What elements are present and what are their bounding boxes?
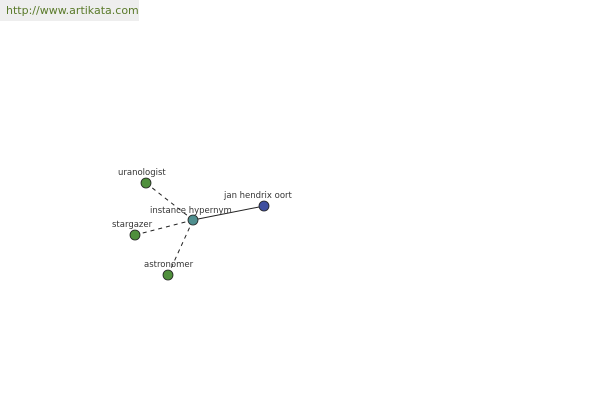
edge-jan-hendrix-oort (192, 205, 265, 221)
label-instance-hypernym: instance hypernym (150, 206, 232, 216)
node-instance-hypernym[interactable] (187, 214, 199, 226)
edge-stargazer (134, 219, 194, 236)
url-banner: http://www.artikata.com (0, 0, 139, 21)
label-stargazer: stargazer (112, 220, 153, 230)
label-astronomer: astronomer (144, 260, 194, 270)
edge-uranologist (145, 182, 194, 221)
node-jan-hendrix-oort[interactable] (258, 200, 270, 212)
site-url-link[interactable]: http://www.artikata.com (6, 4, 139, 17)
label-uranologist: uranologist (118, 168, 166, 178)
edge-astronomer (167, 219, 194, 276)
label-jan-hendrix-oort: jan hendrix oort (223, 191, 293, 201)
node-stargazer[interactable] (129, 229, 141, 241)
node-uranologist[interactable] (140, 177, 152, 189)
node-astronomer[interactable] (162, 269, 174, 281)
